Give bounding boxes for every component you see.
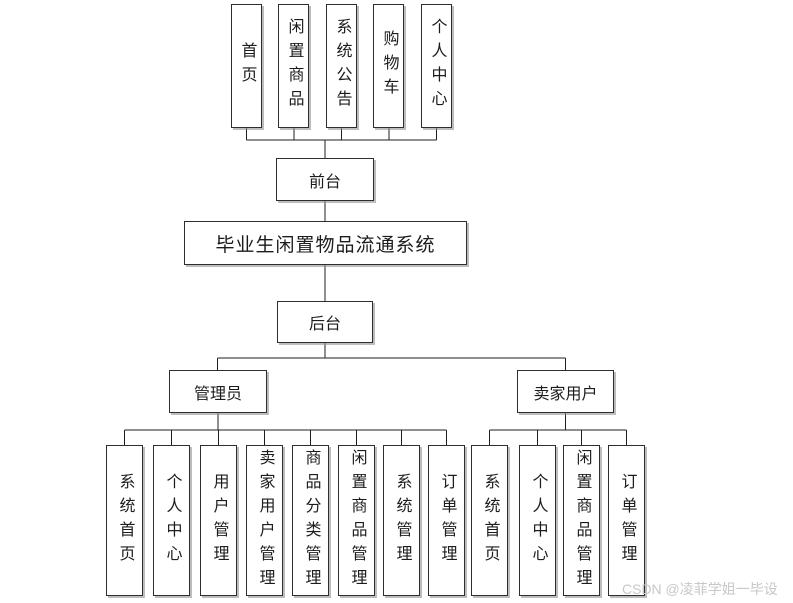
node-home: 首页 [231, 4, 262, 128]
node-admin-goods-management: 闲置商品管理 [338, 445, 375, 596]
node-shopping-cart: 购物车 [373, 4, 404, 128]
node-system-root: 毕业生闲置物品流通系统 [184, 221, 467, 265]
node-seller-system-home: 系统首页 [471, 445, 508, 596]
node-admin-system-home: 系统首页 [106, 445, 143, 596]
watermark-text: CSDN @凌菲学姐一毕设 [622, 581, 778, 597]
node-admin-system-management: 系统管理 [383, 445, 420, 596]
node-seller-personal-center: 个人中心 [519, 445, 556, 596]
node-seller-order-management: 订单管理 [608, 445, 645, 596]
node-admin-personal-center: 个人中心 [153, 445, 190, 596]
node-secondhand-goods: 闲置商品 [278, 4, 309, 128]
node-seller-goods-management: 闲置商品管理 [563, 445, 600, 596]
node-backend: 后台 [277, 301, 373, 343]
node-system-announcement: 系统公告 [326, 4, 357, 128]
node-personal-center: 个人中心 [421, 4, 452, 128]
node-admin-user-management: 用户管理 [200, 445, 237, 596]
node-frontend: 前台 [276, 158, 374, 201]
node-seller: 卖家用户 [517, 370, 614, 413]
node-admin: 管理员 [169, 370, 267, 413]
node-admin-seller-management: 卖家用户管理 [246, 445, 283, 596]
node-admin-order-management: 订单管理 [428, 445, 465, 596]
node-admin-category-management: 商品分类管理 [292, 445, 329, 596]
